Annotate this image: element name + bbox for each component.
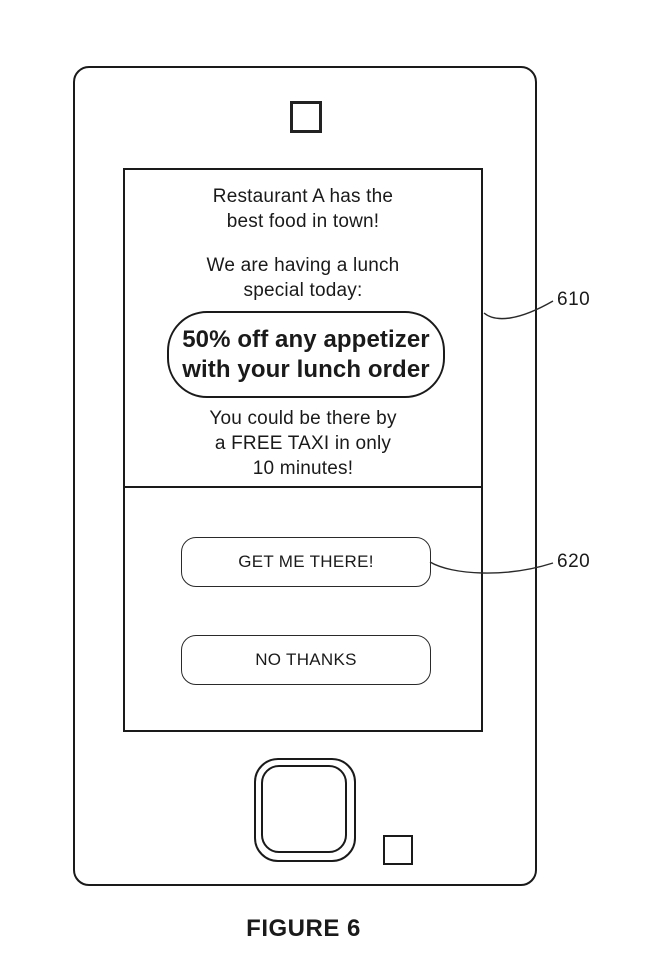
- ref-label-620: 620: [557, 551, 591, 572]
- notification-special-text: We are having a lunch special today:: [206, 255, 400, 301]
- mic-square-icon: [383, 835, 413, 865]
- home-button[interactable]: [254, 758, 356, 862]
- ref-label-610: 610: [557, 289, 591, 310]
- taxi-promo-text: You could be there by a FREE TAXI in onl…: [209, 408, 397, 479]
- figure-caption: FIGURE 6: [246, 915, 361, 942]
- get-me-there-button[interactable]: GET ME THERE!: [181, 537, 431, 587]
- offer-bubble: 50% off any appetizer with your lunch or…: [167, 311, 445, 398]
- screen-divider: [125, 486, 481, 488]
- home-button-inner-ring: [261, 765, 347, 853]
- notification-intro-text: Restaurant A has the best food in town!: [212, 186, 394, 232]
- notification-screen: Restaurant A has the best food in town! …: [123, 168, 483, 732]
- offer-text: 50% off any appetizer with your lunch or…: [182, 325, 430, 383]
- no-thanks-button[interactable]: NO THANKS: [181, 635, 431, 685]
- front-camera-icon: [290, 101, 322, 133]
- phone-outline: Restaurant A has the best food in town! …: [73, 66, 537, 886]
